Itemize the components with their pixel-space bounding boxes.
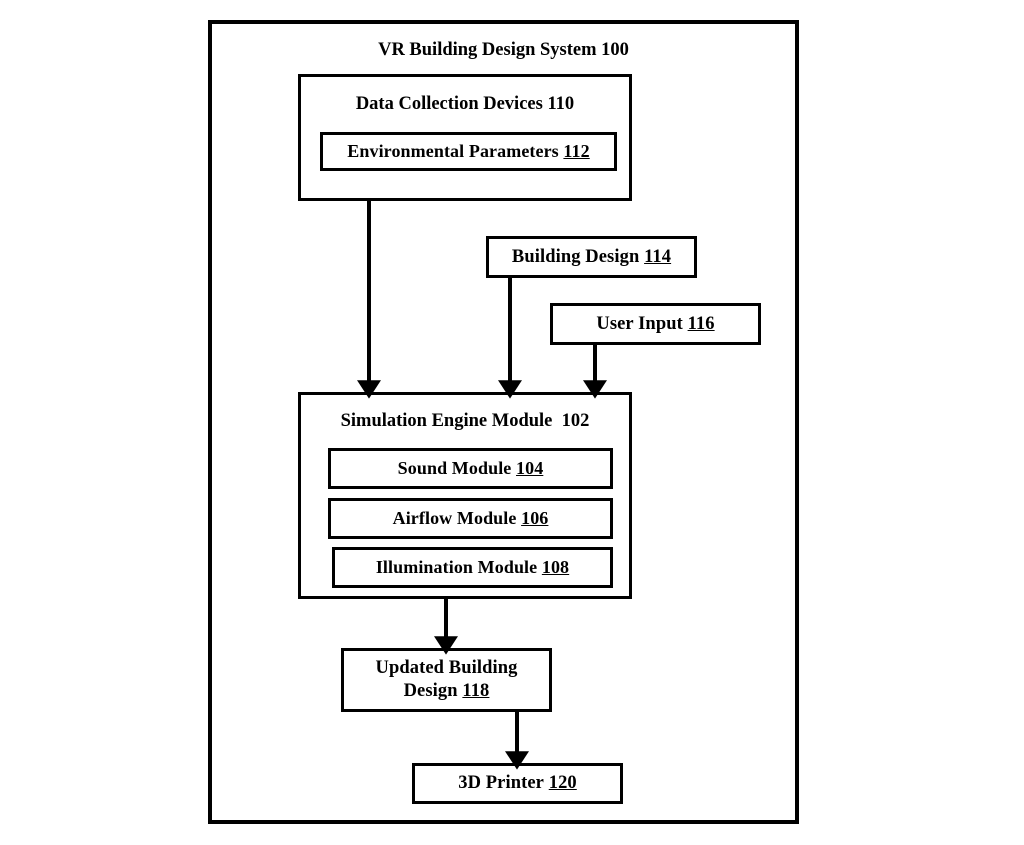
building-design-label-group: Building Design 114 [512, 246, 671, 269]
system-title-label: VR Building Design System [378, 40, 597, 60]
building-design-box: Building Design 114 [486, 236, 697, 278]
updated-building-design-box: Updated Building Design 118 [341, 648, 552, 712]
printer-label-group: 3D Printer 120 [458, 772, 577, 795]
environmental-parameters-label-group: Environmental Parameters 112 [347, 141, 589, 163]
airflow-module-label-group: Airflow Module 106 [393, 508, 549, 530]
system-title-ref: 100 [601, 40, 629, 60]
printer-label: 3D Printer [458, 773, 544, 794]
printer-box: 3D Printer 120 [412, 763, 623, 804]
user-input-label-group: User Input 116 [596, 313, 714, 336]
updated-building-design-label-group: Updated Building Design 118 [352, 657, 542, 702]
simulation-engine-module-title: Simulation Engine Module 102 [301, 411, 629, 432]
environmental-parameters-label: Environmental Parameters [347, 140, 559, 161]
illumination-module-label-group: Illumination Module 108 [376, 557, 569, 579]
sound-module-label: Sound Module [397, 457, 512, 478]
environmental-parameters-ref: 112 [563, 140, 590, 161]
system-title: VR Building Design System 100 [212, 40, 795, 61]
user-input-box: User Input 116 [550, 303, 761, 345]
updated-building-design-ref: 118 [462, 681, 490, 701]
illumination-module-box: Illumination Module 108 [332, 547, 613, 588]
printer-ref: 120 [548, 773, 577, 794]
illumination-module-ref: 108 [541, 556, 570, 577]
simulation-engine-module-box: Simulation Engine Module 102 Sound Modul… [298, 392, 632, 599]
sound-module-ref: 104 [516, 457, 544, 478]
building-design-label: Building Design [511, 246, 640, 267]
environmental-parameters-box: Environmental Parameters 112 [320, 132, 617, 171]
illumination-module-label: Illumination Module [375, 556, 538, 577]
building-design-ref: 114 [644, 246, 672, 267]
sound-module-box: Sound Module 104 [328, 448, 613, 489]
airflow-module-box: Airflow Module 106 [328, 498, 613, 539]
simulation-engine-module-ref: 102 [561, 411, 590, 431]
sound-module-label-group: Sound Module 104 [398, 458, 544, 480]
updated-building-design-label: Updated Building Design [375, 658, 518, 701]
airflow-module-ref: 106 [521, 507, 549, 528]
data-collection-devices-box: Data Collection Devices 110 Environmenta… [298, 74, 632, 201]
user-input-label: User Input [596, 313, 683, 334]
airflow-module-label: Airflow Module [392, 507, 517, 528]
data-collection-devices-title: Data Collection Devices 110 [301, 94, 629, 115]
simulation-engine-module-label: Simulation Engine Module [340, 411, 553, 431]
data-collection-devices-label: Data Collection Devices [355, 94, 543, 114]
data-collection-devices-ref: 110 [547, 94, 575, 114]
user-input-ref: 116 [687, 313, 715, 334]
